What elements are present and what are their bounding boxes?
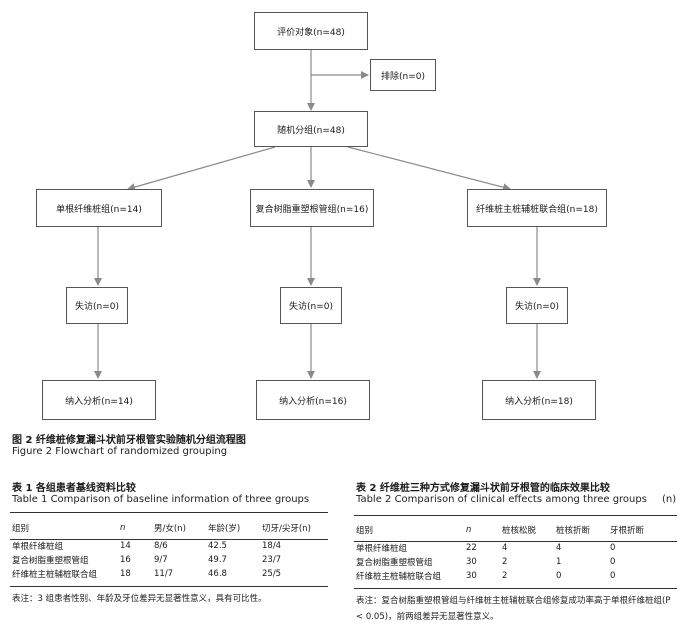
table2-header-row: 组别 n 桩核松脱 桩核折断 牙根折断 [356,519,670,541]
table1-cell: 11/7 [154,569,174,579]
table1-cell: 纤维桩主桩辅桩联合组 [12,570,98,580]
table-row: 纤维桩主桩辅桩联合组 18 11/7 46.8 25/5 [12,567,328,581]
table1-bottom-rule [10,586,328,587]
table1-top-rule [10,512,328,513]
analysed-box-group-2: 纳入分析(n=16) [256,380,370,420]
table1-note: 表注：3 组患者性别、年龄及牙位差异无显著性意义，具有可比性。 [12,594,267,604]
randomized-box: 随机分组(n=48) [254,111,368,147]
table1: 组别 n 男/女(n) 年龄(岁) 切牙/尖牙(n) 单根纤维桩组 14 8/6… [12,517,328,581]
table-row: 复合树脂重塑根管组 30 2 1 0 [356,555,670,569]
table1-header-row: 组别 n 男/女(n) 年龄(岁) 切牙/尖牙(n) [12,517,328,539]
table2-cell: 0 [556,571,562,581]
table2-cell: 4 [556,543,562,553]
table1-cell: 18 [120,569,131,579]
table1-cell: 49.7 [208,555,227,565]
allocation-box-group-1: 单根纤维桩组(n=14) [36,189,162,227]
table1-header-tooth: 切牙/尖牙(n) [262,524,311,534]
table1-cell: 23/7 [262,555,282,565]
table2-header-n: n [466,525,472,535]
analysed-box-group-3: 纳入分析(n=18) [482,380,596,420]
table1-cell: 14 [120,541,131,551]
table1-cell: 25/5 [262,569,282,579]
table-row: 单根纤维桩组 14 8/6 42.5 18/4 [12,539,328,553]
lost-box-group-1: 失访(n=0) [66,287,128,324]
flowchart-connectors [94,50,541,379]
table2-header-rule [354,541,677,542]
table2-cell: 30 [466,571,477,581]
table2-cell: 0 [610,557,616,567]
table-row: 单根纤维桩组 22 4 4 0 [356,541,670,555]
table2-header-post-fracture: 桩核折断 [556,526,591,536]
table2-cell: 0 [610,571,616,581]
table2-header-post-loosening: 桩核松脱 [502,526,537,536]
table2-cell: 0 [610,543,616,553]
table1-cell: 复合树脂重塑根管组 [12,556,89,566]
figure-caption-en: Figure 2 Flowchart of randomized groupin… [12,446,228,457]
assessed-box: 评价对象(n=48) [254,12,368,50]
table2-cell: 30 [466,557,477,567]
table-row: 复合树脂重塑根管组 16 9/7 49.7 23/7 [12,553,328,567]
table2-header-root-fracture: 牙根折断 [610,526,645,536]
table2-cell: 22 [466,543,477,553]
table2-cell: 1 [556,557,562,567]
table1-header-n: n [120,523,126,533]
table1-cell: 16 [120,555,131,565]
lost-box-group-3: 失访(n=0) [506,287,568,324]
table1-cell: 9/7 [154,555,168,565]
allocation-box-group-3: 纤维桩主桩辅桩联合组(n=18) [467,189,607,227]
excluded-box: 排除(n=0) [370,59,436,91]
table1-cell: 18/4 [262,541,282,551]
table2-bottom-rule [354,588,677,589]
table2-cell: 2 [502,571,508,581]
arrow-to-group-1 [127,146,276,191]
table1-cell: 8/6 [154,541,168,551]
allocation-box-group-2: 复合树脂重塑根管组(n=16) [250,189,374,227]
table2-cell: 单根纤维桩组 [356,544,408,554]
table1-header-rule [10,539,328,540]
table-row: 纤维桩主桩辅桩联合组 30 2 0 0 [356,569,670,583]
table2: 组别 n 桩核松脱 桩核折断 牙根折断 单根纤维桩组 22 4 4 0 复合树脂… [356,519,670,583]
table2-cell: 复合树脂重塑根管组 [356,558,433,568]
table2-title-en: Table 2 Comparison of clinical effects a… [356,494,647,505]
table1-cell: 单根纤维桩组 [12,542,64,552]
table1-cell: 42.5 [208,541,227,551]
analysed-box-group-1: 纳入分析(n=14) [42,380,156,420]
table2-cell: 纤维桩主桩辅桩联合组 [356,572,442,582]
arrow-to-group-3 [347,146,511,192]
table2-unit: (n) [662,494,677,505]
lost-box-group-2: 失访(n=0) [280,287,342,324]
table1-cell: 46.8 [208,569,227,579]
figure-caption-cn: 图 2 纤维桩修复漏斗状前牙根管实验随机分组流程图 [12,435,246,446]
table1-title-en: Table 1 Comparison of baseline informati… [12,494,310,505]
table2-cell: 4 [502,543,508,553]
table2-title-cn: 表 2 纤维桩三种方式修复漏斗状前牙根管的临床效果比较 [356,483,610,494]
table1-title-cn: 表 1 各组患者基线资料比较 [12,483,136,494]
table1-header-age: 年龄(岁) [208,524,241,534]
table1-header-sex: 男/女(n) [154,524,186,534]
table2-note: 表注：复合树脂重塑根管组与纤维桩主桩辅桩联合组修复成功率高于单根纤维桩组(P <… [356,596,671,622]
table1-header-group: 组别 [12,524,30,534]
table2-cell: 2 [502,557,508,567]
table2-top-rule [354,515,677,516]
table2-header-group: 组别 [356,526,374,536]
